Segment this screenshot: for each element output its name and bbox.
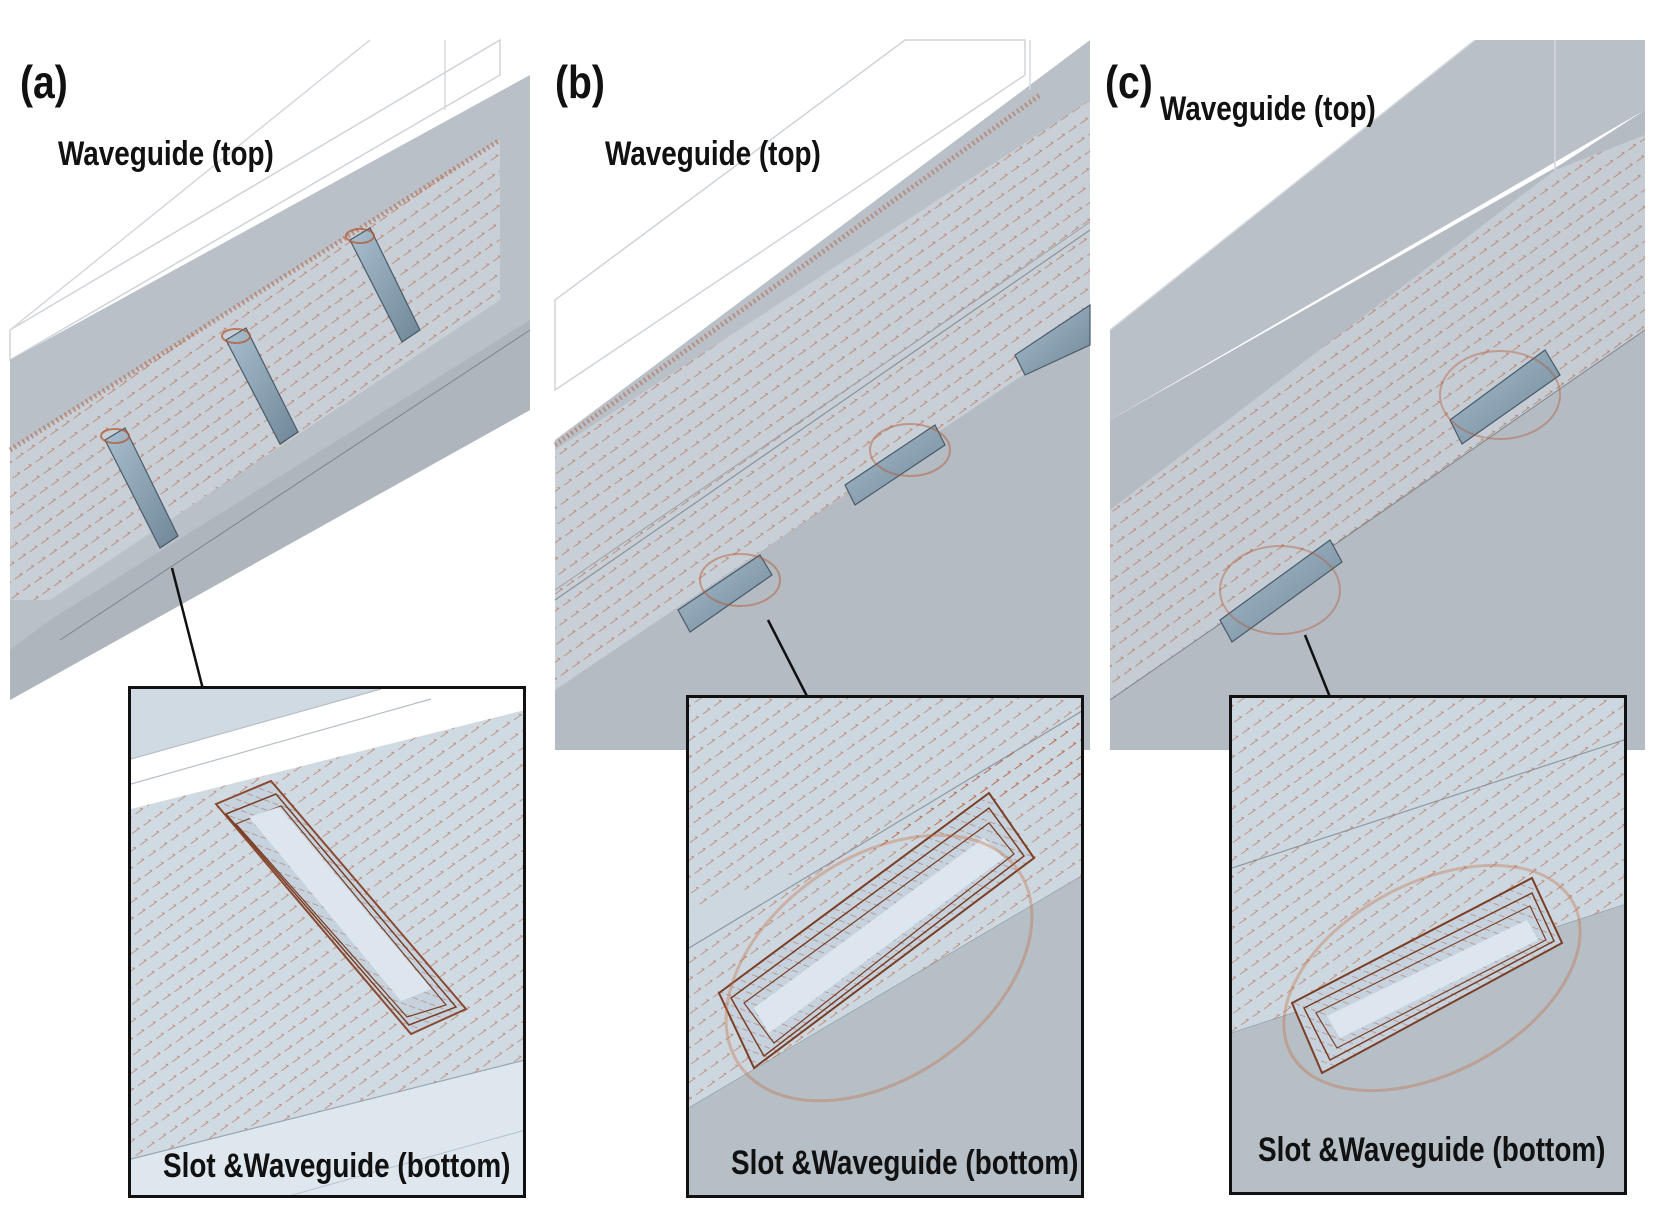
panel-c-geometry — [1109, 39, 1646, 750]
slot-a-3 — [345, 227, 421, 343]
panel-c-label: (c) — [1105, 56, 1153, 108]
panel-b-top-label: Waveguide (top) — [605, 135, 821, 173]
panel-c-inset: Slot &Waveguide (bottom) — [1229, 695, 1627, 1195]
slot-a-detail — [214, 779, 468, 1036]
panel-b-inset-drawing — [689, 698, 1081, 1195]
slot-c-2 — [1439, 349, 1561, 445]
panel-a-top-label: Waveguide (top) — [58, 135, 274, 173]
slot-c-1 — [1219, 539, 1343, 643]
slot-a-1 — [100, 427, 179, 549]
panel-b-label: (b) — [555, 56, 605, 108]
arrow-b — [766, 619, 814, 707]
slot-b-detail — [717, 791, 1036, 1103]
panel-a-label: (a) — [20, 56, 68, 108]
panel-a-inset: Slot &Waveguide (bottom) — [128, 686, 526, 1198]
slot-c-detail — [1282, 863, 1582, 1093]
panel-a-inset-drawing — [131, 689, 523, 1195]
panel-b-geometry — [553, 39, 1091, 750]
panel-b-inset: Slot &Waveguide (bottom) — [686, 695, 1084, 1198]
panel-a-geometry — [8, 38, 531, 758]
slot-b-2 — [844, 423, 951, 506]
panel-c-top-label: Waveguide (top) — [1160, 90, 1376, 128]
panel-a-inset-label: Slot &Waveguide (bottom) — [163, 1147, 511, 1185]
slot-b-1 — [677, 553, 781, 633]
panel-b-inset-label: Slot &Waveguide (bottom) — [731, 1144, 1079, 1182]
panel-c-inset-drawing — [1232, 698, 1624, 1192]
slot-b-3 — [1014, 303, 1091, 376]
slot-a-2 — [221, 327, 299, 445]
panel-c-inset-label: Slot &Waveguide (bottom) — [1258, 1131, 1606, 1169]
